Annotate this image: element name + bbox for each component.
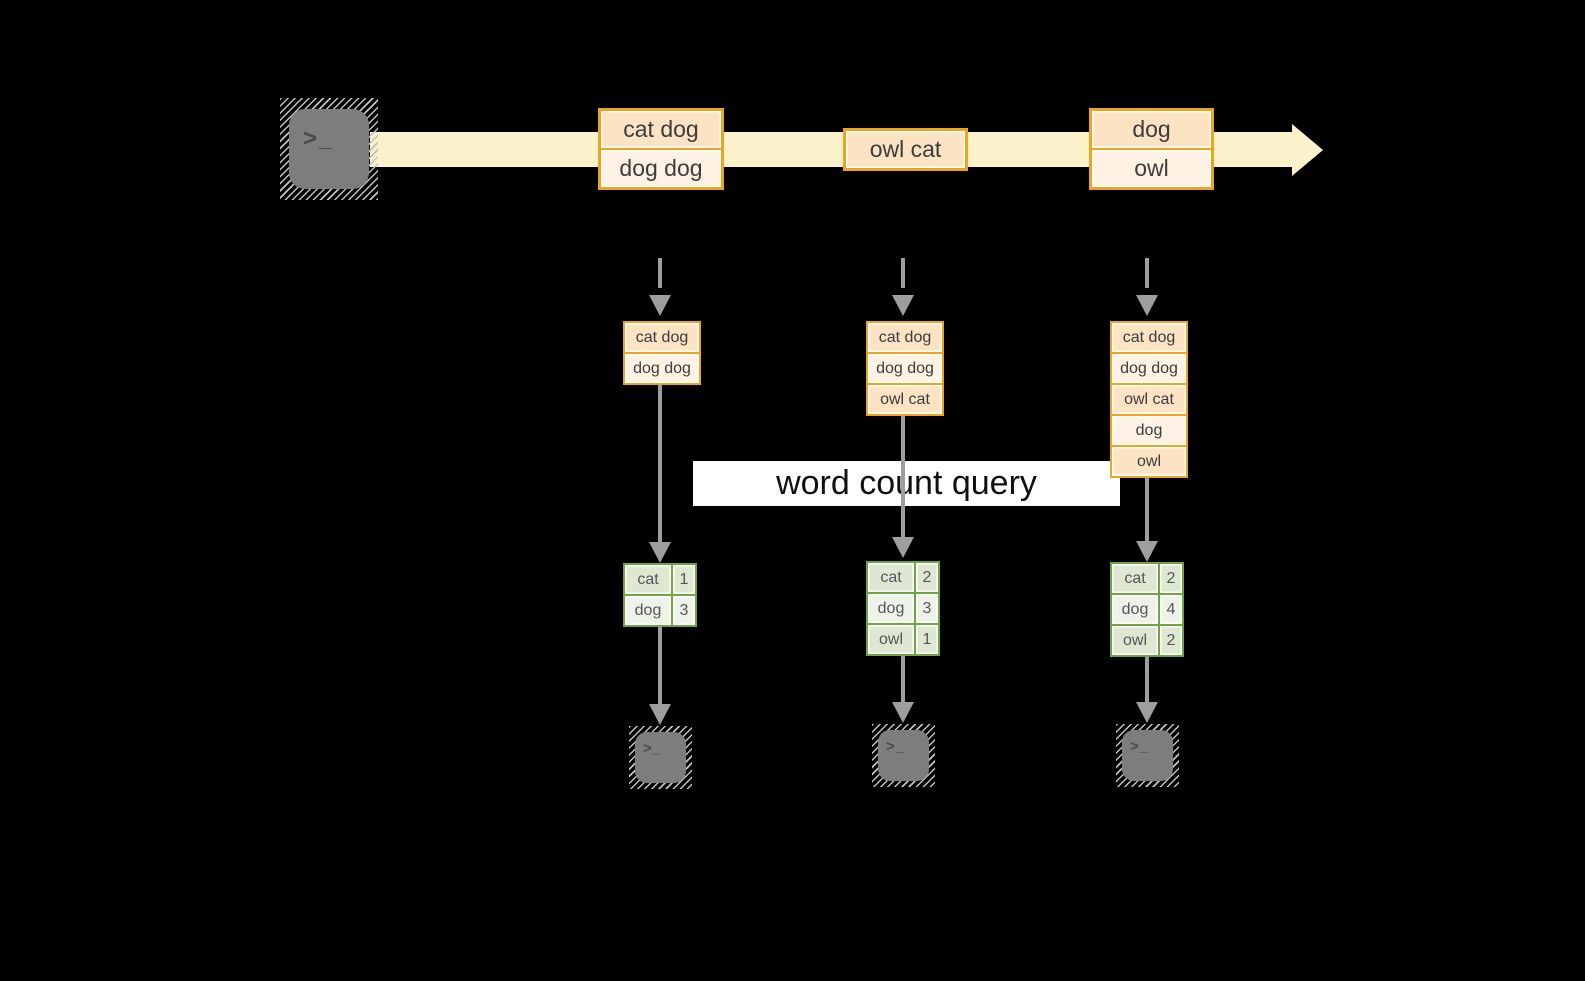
count-word: cat: [625, 565, 671, 594]
count-word: owl: [1112, 626, 1158, 655]
output-arrow-line: [1145, 656, 1149, 703]
output-terminal-icon-1: >_: [629, 726, 692, 789]
state-row: dog dog: [1112, 354, 1186, 383]
stream-message-box-2: owl cat: [843, 128, 968, 171]
state-row: dog dog: [868, 354, 942, 383]
terminal-screen: >_: [635, 732, 686, 783]
terminal-screen: >_: [289, 109, 369, 189]
count-value: 2: [1160, 626, 1182, 655]
dashed-arrow-line: [658, 258, 662, 288]
count-word: cat: [1112, 564, 1158, 593]
message-row: owl cat: [846, 131, 965, 168]
dashed-arrow-line: [1145, 258, 1149, 288]
state-box-3: cat dog dog dog owl cat dog owl: [1110, 321, 1188, 478]
terminal-prompt-glyph: >_: [1130, 738, 1150, 755]
count-word: dog: [625, 596, 671, 625]
terminal-prompt-glyph: >_: [886, 738, 906, 755]
state-row: cat dog: [1112, 323, 1186, 352]
message-row: dog dog: [601, 150, 721, 187]
stream-message-box-1: cat dog dog dog: [598, 108, 724, 190]
output-arrow-line: [658, 627, 662, 705]
query-label-band: word count query: [693, 461, 1120, 506]
output-arrow-line: [901, 656, 905, 703]
source-terminal-icon: >_: [280, 98, 378, 200]
query-arrow-head-icon: [892, 537, 914, 558]
output-arrow-head-icon: [1136, 702, 1158, 723]
message-row: cat dog: [601, 111, 721, 148]
count-value: 2: [916, 563, 938, 592]
query-arrow-head-icon: [1136, 541, 1158, 562]
terminal-screen: >_: [1122, 730, 1173, 781]
stream-message-box-3: dog owl: [1089, 108, 1214, 190]
state-row: owl cat: [868, 385, 942, 414]
query-label: word count query: [776, 464, 1037, 502]
state-row: dog dog: [625, 354, 699, 383]
output-arrow-head-icon: [892, 702, 914, 723]
dashed-arrow-head-icon: [649, 295, 671, 316]
count-word: dog: [1112, 595, 1158, 624]
dashed-arrow-head-icon: [892, 295, 914, 316]
count-word: dog: [868, 594, 914, 623]
state-row: owl cat: [1112, 385, 1186, 414]
output-arrow-head-icon: [649, 704, 671, 725]
count-value: 4: [1160, 595, 1182, 624]
state-row: cat dog: [625, 323, 699, 352]
message-row: dog: [1092, 111, 1211, 148]
count-table-3: cat 2 dog 4 owl 2: [1110, 562, 1184, 657]
query-arrow-line: [1145, 478, 1149, 542]
count-word: owl: [868, 625, 914, 654]
count-value: 3: [673, 596, 695, 625]
terminal-screen: >_: [878, 730, 929, 781]
state-box-1: cat dog dog dog: [623, 321, 701, 385]
query-arrow-line: [901, 416, 905, 538]
count-value: 1: [673, 565, 695, 594]
state-row: owl: [1112, 447, 1186, 476]
query-arrow-head-icon: [649, 542, 671, 563]
output-terminal-icon-2: >_: [872, 724, 935, 787]
count-value: 2: [1160, 564, 1182, 593]
count-word: cat: [868, 563, 914, 592]
output-terminal-icon-3: >_: [1116, 724, 1179, 787]
count-value: 1: [916, 625, 938, 654]
stream-arrow-head-icon: [1292, 124, 1323, 176]
dashed-arrow-line: [901, 258, 905, 288]
message-row: owl: [1092, 150, 1211, 187]
count-table-1: cat 1 dog 3: [623, 563, 697, 627]
dashed-arrow-head-icon: [1136, 295, 1158, 316]
state-row: dog: [1112, 416, 1186, 445]
state-row: cat dog: [868, 323, 942, 352]
terminal-prompt-glyph: >_: [643, 740, 663, 757]
count-value: 3: [916, 594, 938, 623]
query-arrow-line: [658, 385, 662, 543]
terminal-prompt-glyph: >_: [303, 125, 335, 152]
count-table-2: cat 2 dog 3 owl 1: [866, 561, 940, 656]
state-box-2: cat dog dog dog owl cat: [866, 321, 944, 416]
